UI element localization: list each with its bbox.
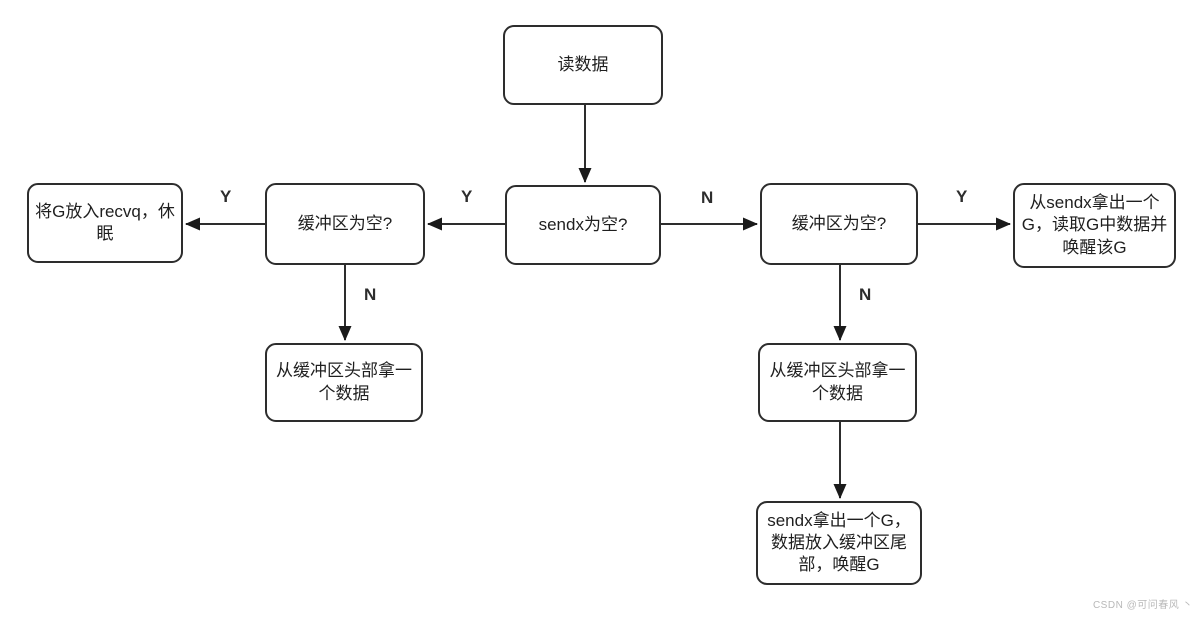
- node-take-from-sendx: 从sendx拿出一个G，读取G中数据并唤醒该G: [1013, 183, 1176, 268]
- edge-label-buffer-right-yes: Y: [956, 187, 968, 206]
- node-park-recvq-label: 将G放入recvq，休眠: [35, 201, 175, 243]
- node-take-buffer-head-left: 从缓冲区头部拿一个数据: [265, 343, 423, 422]
- node-take-buffer-head-left-label: 从缓冲区头部拿一个数据: [276, 361, 412, 403]
- node-sendx-empty-label: sendx为空?: [538, 214, 628, 234]
- edge-label-sendx-no: N: [701, 188, 714, 207]
- node-take-buffer-head-right-label: 从缓冲区头部拿一个数据: [769, 361, 906, 403]
- edge-label-sendx-yes: Y: [461, 187, 473, 206]
- node-read-data: 读数据: [503, 25, 663, 105]
- edge-label-buffer-left-yes: Y: [220, 187, 232, 206]
- edge-label-buffer-right-no: N: [859, 285, 872, 304]
- node-read-data-label: 读数据: [557, 54, 609, 74]
- node-buffer-empty-left: 缓冲区为空?: [265, 183, 425, 265]
- csdn-watermark: CSDN @可问春风 丶: [1092, 600, 1193, 611]
- node-sendx-to-buffer-tail-label: sendx拿出一个G，数据放入缓冲区尾部，唤醒G: [767, 510, 911, 575]
- node-take-from-sendx-label: 从sendx拿出一个G，读取G中数据并唤醒该G: [1021, 193, 1168, 257]
- node-sendx-to-buffer-tail: sendx拿出一个G，数据放入缓冲区尾部，唤醒G: [756, 501, 922, 585]
- edge-label-buffer-left-no: N: [364, 285, 377, 304]
- node-buffer-empty-left-label: 缓冲区为空?: [297, 213, 393, 233]
- node-take-buffer-head-right: 从缓冲区头部拿一个数据: [758, 343, 917, 422]
- node-buffer-empty-right-label: 缓冲区为空?: [791, 213, 887, 233]
- node-buffer-empty-right: 缓冲区为空?: [760, 183, 918, 265]
- node-sendx-empty: sendx为空?: [505, 185, 661, 265]
- node-park-recvq: 将G放入recvq，休眠: [27, 183, 183, 263]
